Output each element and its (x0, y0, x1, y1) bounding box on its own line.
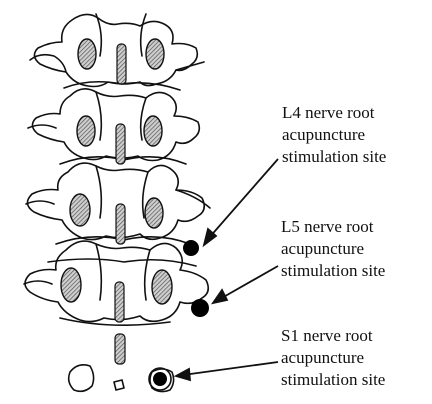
l5-label-line-3: stimulation site (281, 260, 385, 282)
l5-stimulation-site (191, 299, 209, 317)
pedicle-right-3 (145, 198, 163, 228)
l4-label-line-2: acupuncture (282, 124, 386, 146)
l4-label-line-3: stimulation site (282, 146, 386, 168)
spinous-process-2 (116, 124, 125, 164)
pedicle-left-3 (70, 194, 90, 226)
l4-arrow (208, 159, 278, 239)
l4-site-label: L4 nerve root acupuncture stimulation si… (282, 102, 386, 168)
pedicle-left-1 (78, 39, 96, 69)
pedicle-right-1 (146, 39, 164, 69)
spinous-process-5 (115, 334, 125, 364)
s1-stimulation-site (153, 372, 167, 386)
l4-stimulation-site (183, 240, 199, 256)
l5-arrow-head (213, 290, 227, 303)
s1-arrow (183, 362, 278, 375)
pedicle-right-2 (144, 116, 162, 146)
l5-label-line-2: acupuncture (281, 238, 385, 260)
l5-arrow (220, 266, 278, 299)
vertebra-2 (28, 82, 199, 161)
spinous-process-3 (116, 204, 125, 244)
s1-label-line-2: acupuncture (281, 347, 385, 369)
pedicle-left-2 (77, 116, 95, 146)
s1-site-label: S1 nerve root acupuncture stimulation si… (281, 325, 385, 391)
l5-label-line-1: L5 nerve root (281, 216, 385, 238)
spinous-process-4 (115, 282, 124, 322)
s1-label-line-1: S1 nerve root (281, 325, 385, 347)
s1-label-line-3: stimulation site (281, 369, 385, 391)
l4-label-line-1: L4 nerve root (282, 102, 386, 124)
l5-site-label: L5 nerve root acupuncture stimulation si… (281, 216, 385, 282)
pedicle-right-4 (152, 270, 172, 304)
spinous-process-1 (117, 44, 126, 84)
spinous-processes (115, 44, 126, 364)
pedicle-left-4 (61, 268, 81, 302)
s1-arrow-head (176, 369, 190, 380)
